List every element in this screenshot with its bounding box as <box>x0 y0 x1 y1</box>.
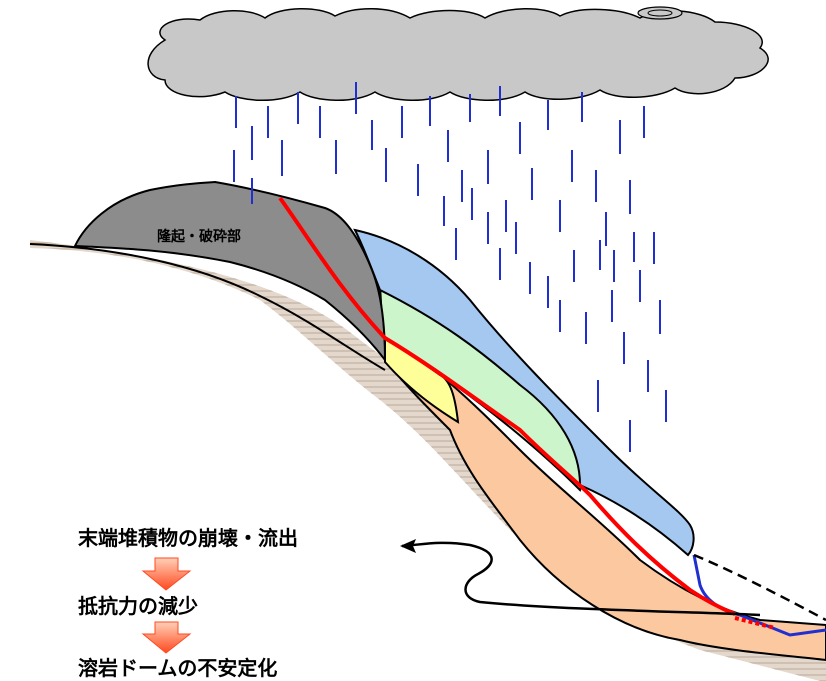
down-arrow-1 <box>141 557 192 591</box>
cloud-spiral <box>637 6 683 20</box>
blue-layer <box>353 228 695 557</box>
rain <box>233 82 667 452</box>
step-3-label: 溶岩ドームの不安定化 <box>78 656 278 680</box>
cloud-spiral-inner <box>647 9 673 17</box>
former-surface-dashed <box>693 553 826 622</box>
callout-arrow-line <box>401 541 761 617</box>
callout-arrow-head <box>400 539 416 553</box>
down-arrow-2 <box>141 621 192 654</box>
step-1-label: 末端堆積物の崩壊・流出 <box>78 526 298 550</box>
uplift-zone-label: 隆起・破砕部 <box>157 229 241 245</box>
ground-surface-line <box>29 243 386 371</box>
uplift-zone <box>73 180 387 363</box>
cloud <box>147 8 769 101</box>
step-2-label: 抵抗力の減少 <box>78 594 198 618</box>
slip-surface-line <box>278 196 736 616</box>
